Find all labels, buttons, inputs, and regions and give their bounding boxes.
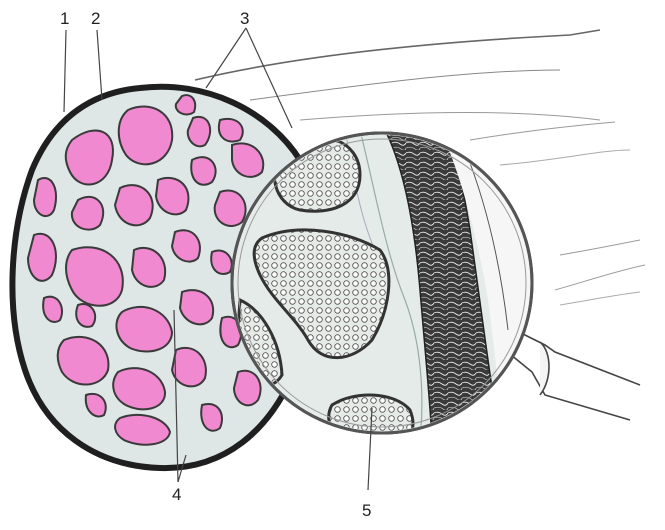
fascicle (188, 117, 210, 146)
fascicle (119, 107, 173, 165)
fascicle (115, 185, 153, 225)
label-5: 5 (362, 501, 371, 520)
fascicle (172, 230, 200, 261)
label-4: 4 (172, 485, 181, 504)
fascicle (66, 130, 113, 184)
label-2: 2 (91, 9, 100, 28)
fascicle (201, 404, 222, 431)
fascicle (234, 371, 261, 406)
fascicle (219, 119, 243, 142)
fascicle (156, 178, 188, 215)
fascicle (43, 297, 62, 322)
fascicle (191, 157, 215, 185)
fascicle (215, 191, 246, 226)
fascicle (72, 197, 103, 230)
fascicle (211, 251, 232, 274)
label-1: 1 (60, 9, 69, 28)
fascicle (34, 178, 56, 216)
fascicle (28, 234, 56, 281)
label-3: 3 (240, 9, 249, 28)
fascicle (58, 337, 109, 385)
fascicle (76, 304, 95, 327)
magnifier-handle (505, 330, 640, 420)
